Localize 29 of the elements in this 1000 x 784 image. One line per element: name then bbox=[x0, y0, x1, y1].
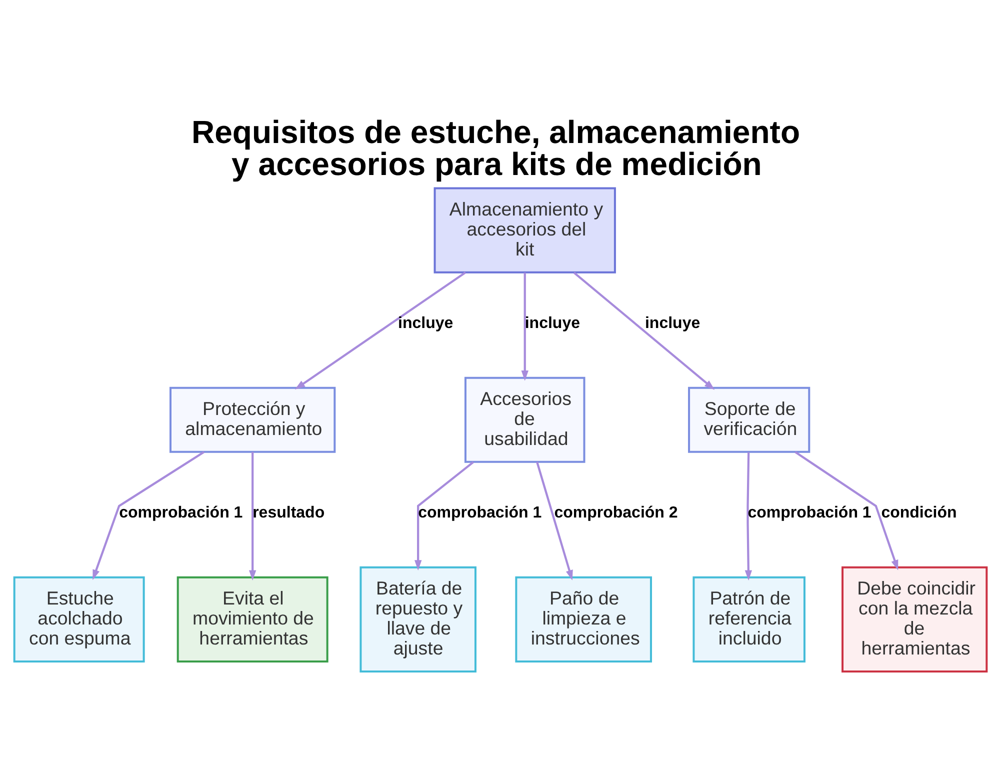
edge-label: comprobación 1 bbox=[418, 504, 542, 521]
edge-label: comprobación 2 bbox=[554, 504, 678, 521]
node-box: Protección y almacenamiento bbox=[169, 386, 336, 452]
edge-label: condición bbox=[880, 504, 956, 521]
arrow bbox=[536, 461, 572, 580]
arrow bbox=[520, 272, 528, 380]
arrow bbox=[294, 271, 466, 389]
diagram-title: Requisitos de estuche, almacenamiento y accesorios para kits de medición bbox=[191, 114, 800, 182]
node-box: Estuche acolchado con espuma bbox=[12, 576, 144, 662]
node-box: Patrón de referencia incluido bbox=[692, 576, 805, 662]
node-box: Accesorios de usabilidad bbox=[464, 376, 585, 462]
node-box: Batería de repuesto y llave de ajuste bbox=[359, 566, 476, 672]
arrow bbox=[248, 451, 256, 580]
arrow bbox=[794, 450, 898, 570]
arrow bbox=[572, 271, 714, 390]
edge-label: comprobación 1 bbox=[118, 504, 242, 521]
node-box: Soporte de verificación bbox=[688, 386, 810, 452]
node-box: Paño de limpieza e instrucciones bbox=[514, 576, 652, 662]
arrow bbox=[92, 450, 204, 580]
arrow bbox=[744, 452, 752, 580]
edge-label: incluye bbox=[644, 314, 700, 332]
arrow bbox=[414, 460, 474, 570]
edge-label: resultado bbox=[252, 504, 324, 521]
node-box: Debe coincidir con la mezcla de herramientas bbox=[841, 566, 988, 672]
edge-label: incluye bbox=[398, 314, 453, 332]
edge-label: comprobación 1 bbox=[747, 504, 871, 521]
edge-label: incluye bbox=[524, 314, 580, 332]
node-box: Evita el movimiento de herramientas bbox=[176, 576, 328, 662]
node-box: Almacenamiento y accesorios del kit bbox=[433, 186, 616, 273]
